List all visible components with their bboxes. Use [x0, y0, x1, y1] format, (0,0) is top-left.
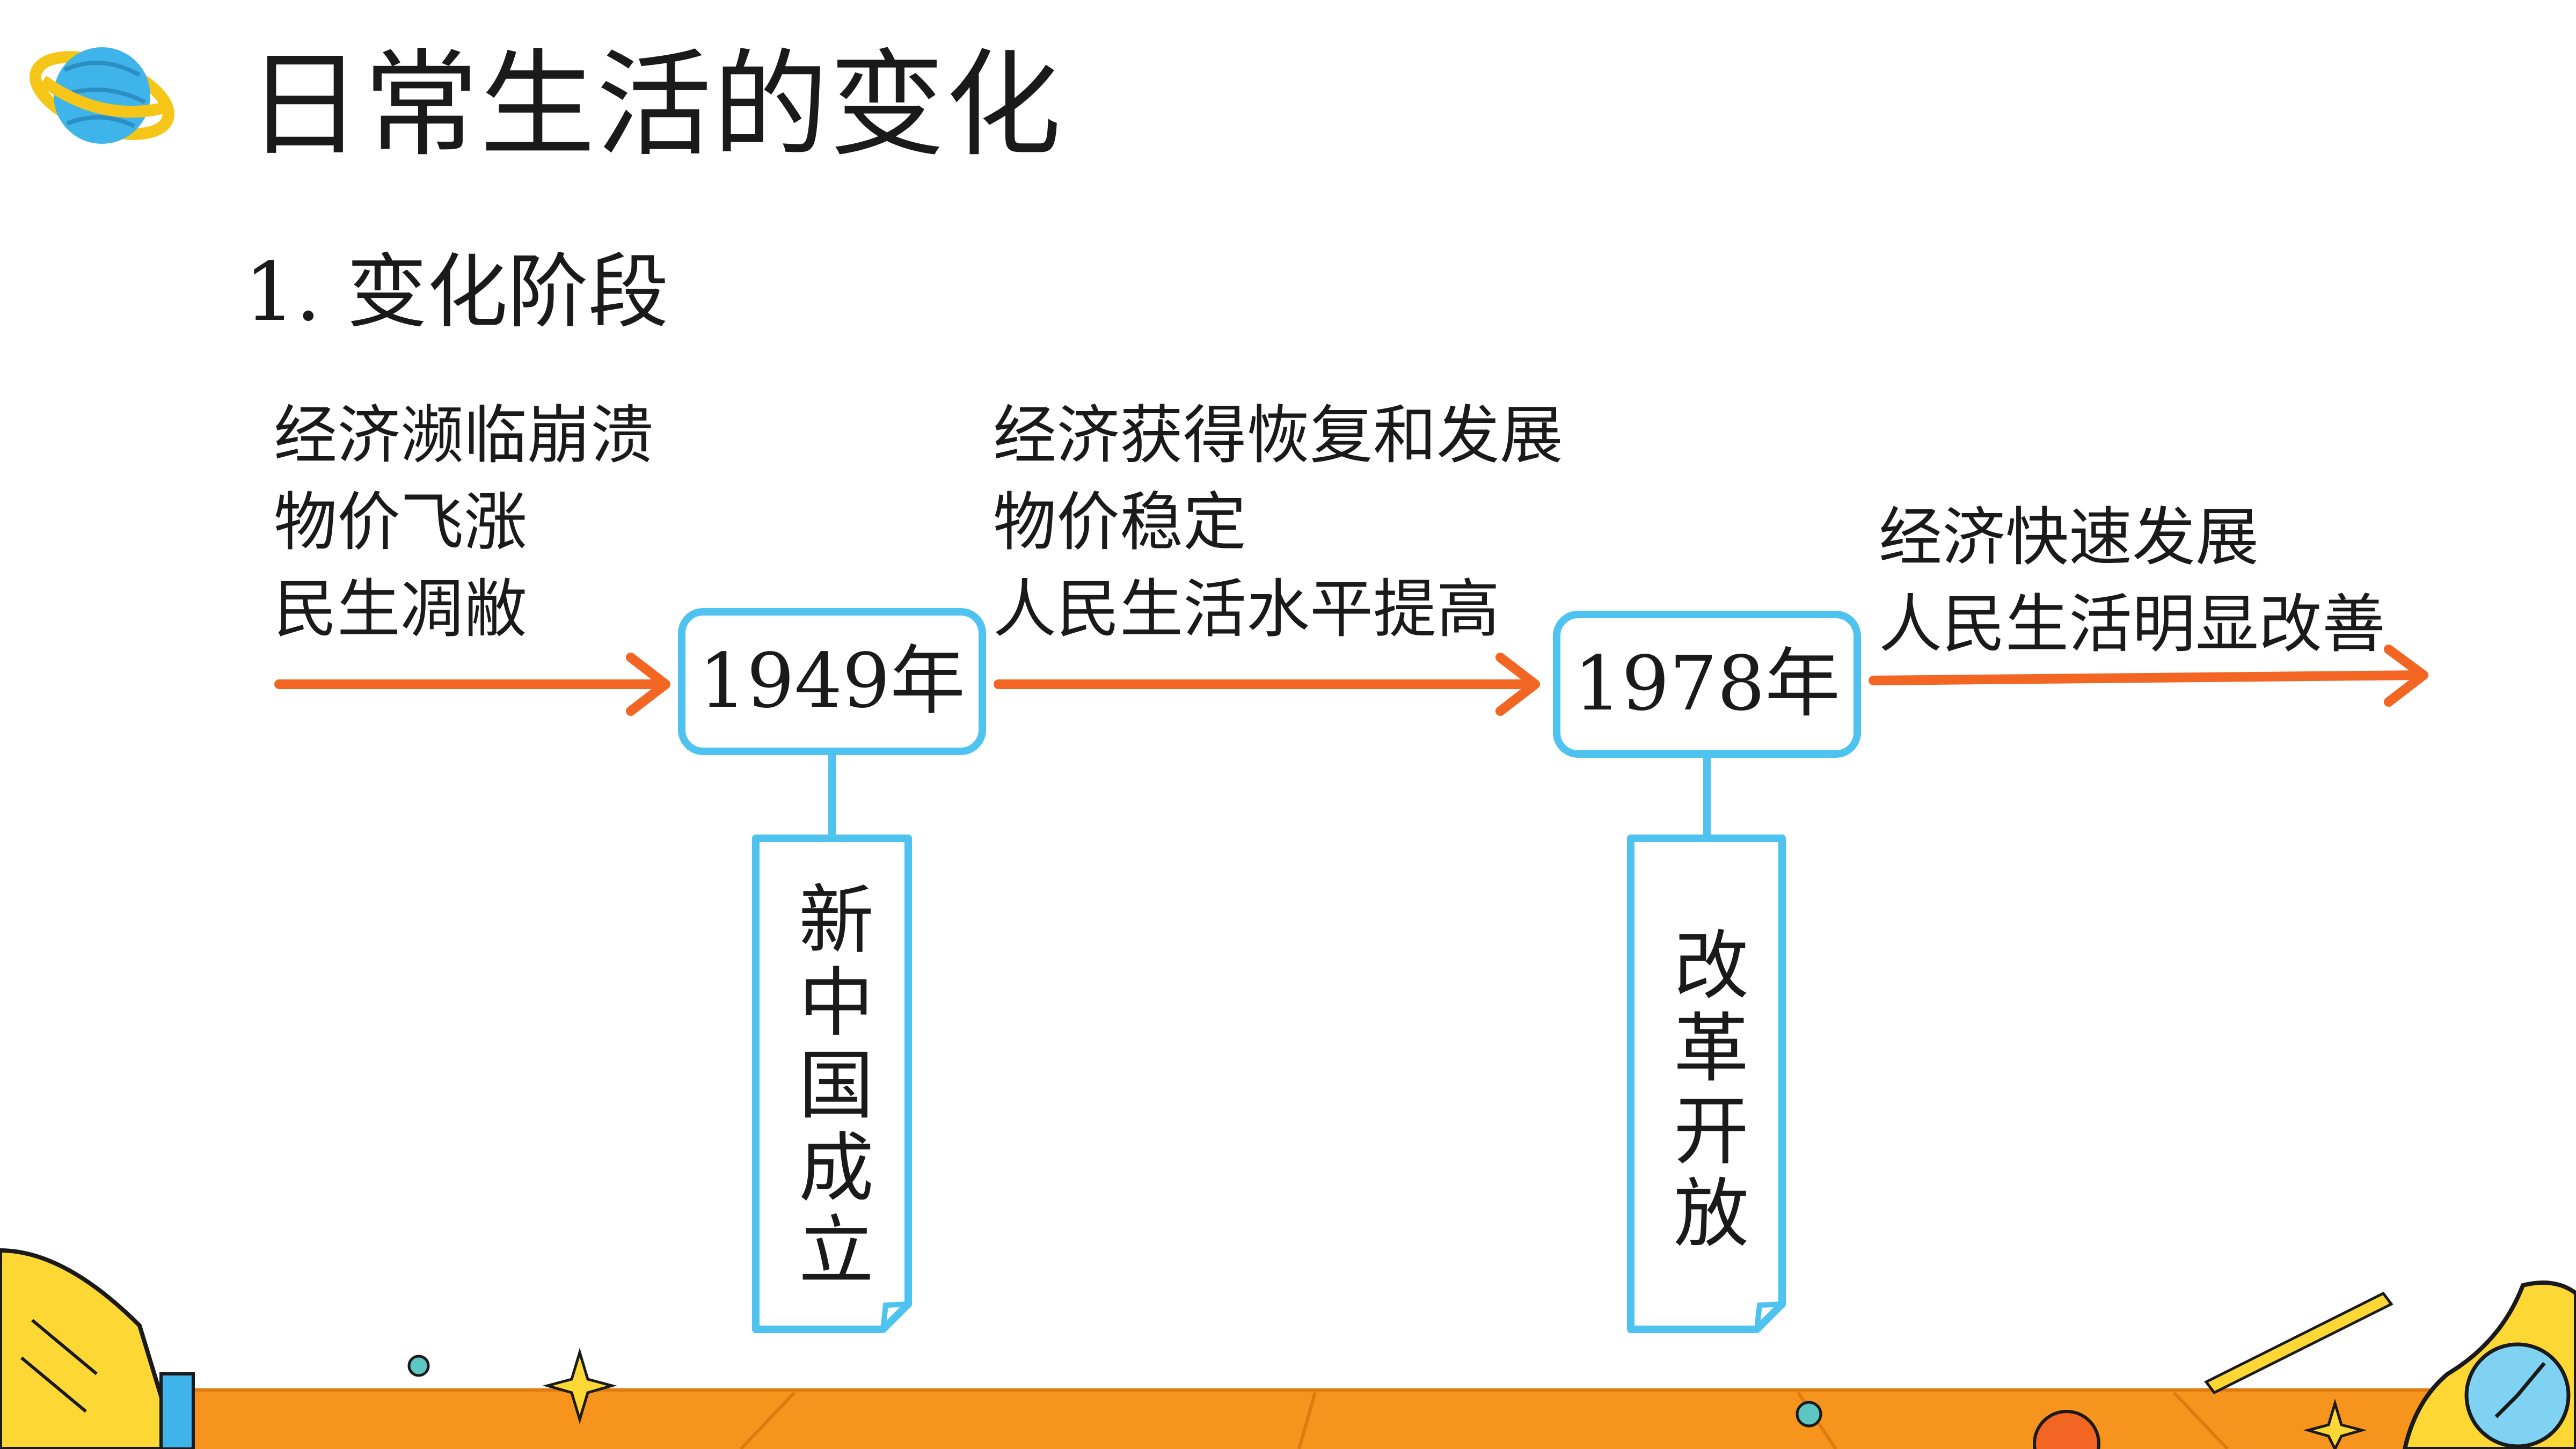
- year-label-1978: 1978年: [1573, 640, 1841, 728]
- stage-description-3: 经济快速发展 人民生活明显改善: [1879, 494, 2385, 668]
- stage-line: 民生凋敝: [274, 572, 528, 646]
- dot-icon: [407, 1355, 430, 1377]
- clock-icon: [2402, 1280, 2576, 1449]
- ball-icon: [2033, 1410, 2100, 1449]
- stage-line: 经济获得恢复和发展: [993, 398, 1564, 472]
- sparkle-icon: [542, 1348, 617, 1424]
- planet-icon: [30, 47, 174, 144]
- stage-description-1: 经济濒临崩溃 物价飞涨 民生凋敝: [274, 392, 654, 653]
- year-label-1949: 1949年: [698, 638, 966, 725]
- sparkle-icon: [2303, 1399, 2367, 1449]
- stage-line: 人民生活水平提高: [993, 572, 1500, 646]
- dot-icon: [1796, 1401, 1822, 1428]
- event-label-1978: 改革开放: [1661, 926, 1748, 1256]
- stage-line: 经济快速发展: [1879, 500, 2259, 574]
- stage-line: 经济濒临崩溃: [274, 398, 654, 472]
- pencil-icon: [2204, 1291, 2393, 1395]
- page-title: 日常生活的变化: [247, 38, 1062, 172]
- event-label-1949: 新中国成立: [786, 880, 873, 1293]
- stage-description-2: 经济获得恢复和发展 物价稳定 人民生活水平提高: [993, 392, 1563, 653]
- stage-line: 物价稳定: [993, 485, 1247, 559]
- book-icon: [0, 1248, 195, 1449]
- event-box-1949: [752, 835, 912, 1333]
- arrow-segment-3: [1869, 645, 2428, 707]
- floor-band: [0, 1388, 2576, 1449]
- arrow-segment-2: [994, 653, 1540, 716]
- event-box-1978: [1627, 835, 1786, 1333]
- arrow-segment-1: [274, 653, 670, 716]
- stage-line: 人民生活明显改善: [1879, 587, 2386, 661]
- stage-line: 物价飞涨: [274, 485, 528, 559]
- section-heading: 1. 变化阶段: [244, 246, 669, 339]
